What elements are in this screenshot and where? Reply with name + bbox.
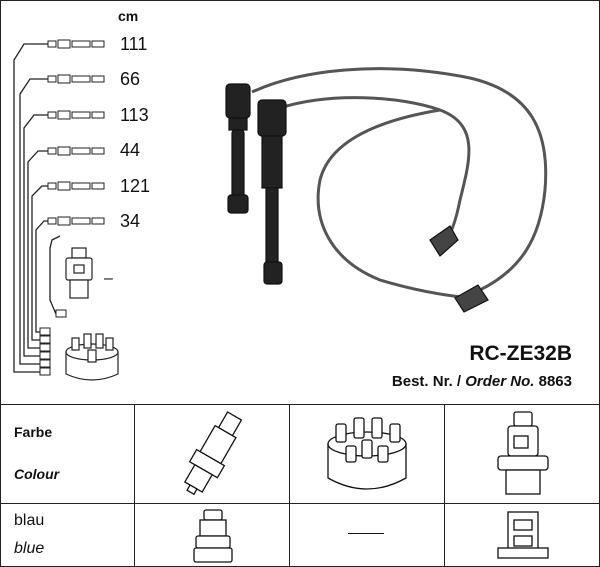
row2-label-de: blau (14, 512, 45, 529)
order-label-en: Order No. (465, 373, 535, 390)
cable-set-diagram: cm 111 66 113 44 121 34 – (13, 8, 572, 390)
order-number: 8863 (538, 373, 572, 390)
wiring-schematic (13, 39, 548, 381)
part-title: RC-ZE32B (469, 342, 572, 365)
row1-label-de: Farbe (14, 424, 53, 440)
ignition-cable-set (251, 67, 548, 300)
length-1: 111 (120, 34, 148, 54)
length-5: 121 (120, 176, 151, 196)
table-divider-1 (134, 404, 135, 567)
table-divider-3 (444, 404, 445, 567)
row2-label-en: blue (14, 540, 45, 557)
table-divider-2 (289, 404, 290, 567)
coil-side-boots (429, 225, 489, 313)
length-3: 113 (120, 105, 149, 125)
length-6: 34 (120, 211, 141, 231)
table-mid-border (0, 503, 600, 504)
table-top-border (0, 404, 600, 405)
row1-label-en: Colour (14, 466, 60, 482)
no-cap-dash (348, 533, 384, 534)
connector-1 (47, 39, 105, 49)
length-4: 44 (120, 140, 141, 160)
unit-label: cm (118, 8, 139, 24)
length-2: 66 (120, 69, 141, 89)
connector-6 (47, 216, 105, 226)
connector-3 (47, 110, 105, 120)
connector-5 (47, 181, 105, 191)
order-line: Best. Nr. / Order No. 8863 (392, 373, 572, 390)
connector-4 (47, 146, 105, 156)
order-label-de: Best. Nr. / (391, 373, 462, 390)
small-ignition-coil-icon (65, 247, 93, 299)
connector-2 (47, 74, 105, 84)
coil-minus-label: – (104, 270, 113, 287)
small-distributor-cap-icon (65, 333, 119, 381)
spark-plug-boots (225, 83, 287, 285)
